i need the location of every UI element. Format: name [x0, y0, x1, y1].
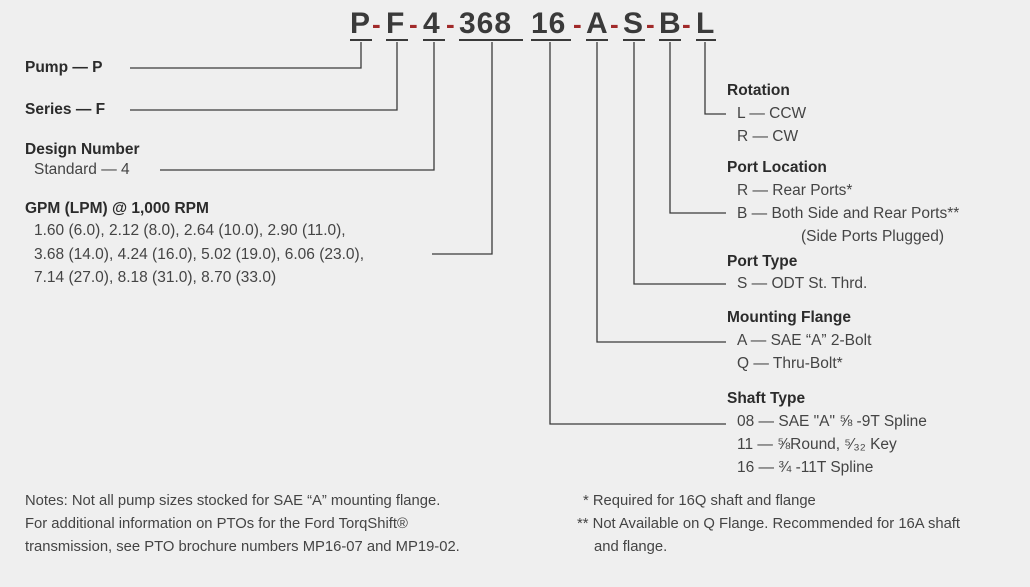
connector-design: [160, 42, 435, 171]
port-location-item: R — Rear Ports*: [737, 182, 853, 199]
mounting-flange-item: Q — Thru-Bolt*: [737, 355, 843, 372]
mounting-flange-heading: Mounting Flange: [727, 309, 851, 326]
notes-line: transmission, see PTO brochure numbers M…: [25, 539, 460, 555]
port-type-heading: Port Type: [727, 253, 798, 270]
gpm-line: 1.60 (6.0), 2.12 (8.0), 2.64 (10.0), 2.9…: [34, 222, 346, 239]
code-char-rotation: L: [696, 7, 715, 40]
shaft-type-heading: Shaft Type: [727, 390, 806, 407]
shaft-type-item: 11 — ⅝Round, ⁵⁄₃₂ Key: [737, 436, 897, 453]
notes-line: Notes: Not all pump sizes stocked for SA…: [25, 493, 441, 509]
connector-port-location: [669, 42, 726, 214]
code-underline: [696, 39, 716, 41]
code-underline: [623, 39, 645, 41]
port-location-heading: Port Location: [727, 159, 827, 176]
code-underline: [350, 39, 372, 41]
footnote-double-asterisk-cont: and flange.: [594, 539, 668, 555]
code-dash: -: [573, 9, 582, 39]
connector-pump: [130, 42, 362, 69]
code-underline: [659, 39, 681, 41]
footnote-single-asterisk: * Required for 16Q shaft and flange: [583, 493, 816, 509]
port-type-item: S — ODT St. Thrd.: [737, 275, 868, 292]
pump-label: Pump — P: [25, 59, 103, 76]
rotation-heading: Rotation: [727, 82, 790, 99]
code-dash: -: [610, 9, 619, 39]
code-underline: [386, 39, 408, 41]
code-underline: [531, 39, 571, 41]
mounting-flange-item: A — SAE “A” 2-Bolt: [737, 332, 872, 349]
rotation-item: L — CCW: [737, 105, 807, 122]
code-underline: [423, 39, 445, 41]
code-dash: -: [682, 9, 691, 39]
gpm-line: 3.68 (14.0), 4.24 (16.0), 5.02 (19.0), 6…: [34, 246, 365, 263]
code-char-port-location: B: [659, 7, 681, 40]
design-number-value: Standard — 4: [34, 161, 130, 178]
series-label: Series — F: [25, 101, 106, 118]
notes-line: For additional information on PTOs for t…: [25, 516, 408, 532]
connector-mounting: [596, 42, 726, 343]
code-char-shaft: 16: [531, 7, 567, 40]
gpm-heading: GPM (LPM) @ 1,000 RPM: [25, 200, 209, 217]
port-location-note: (Side Ports Plugged): [801, 228, 945, 245]
connector-series: [130, 42, 398, 111]
shaft-type-item: 16 — ¾ -11T Spline: [737, 459, 874, 476]
code-underline: [586, 39, 608, 41]
shaft-type-item: 08 — SAE "A" ⅝ -9T Spline: [737, 413, 927, 430]
code-dash: -: [409, 9, 418, 39]
connector-rotation: [704, 42, 726, 115]
code-char-pump: P: [350, 7, 371, 40]
code-char-series: F: [386, 7, 405, 40]
code-dash: -: [446, 9, 455, 39]
code-char-port-type: S: [623, 7, 644, 40]
design-number-heading: Design Number: [25, 141, 140, 158]
gpm-line: 7.14 (27.0), 8.18 (31.0), 8.70 (33.0): [34, 269, 277, 286]
code-char-design: 4: [423, 7, 440, 40]
code-char-gpm: 368: [459, 7, 513, 40]
rotation-item: R — CW: [737, 128, 799, 145]
code-dash: -: [372, 9, 381, 39]
connector-shaft: [549, 42, 726, 425]
code-dash: -: [646, 9, 655, 39]
footnote-double-asterisk: ** Not Available on Q Flange. Recommende…: [577, 516, 961, 532]
port-location-item: B — Both Side and Rear Ports**: [737, 205, 960, 222]
code-underline: [459, 39, 523, 41]
connector-port-type: [633, 42, 726, 285]
code-char-mounting: A: [586, 7, 608, 40]
connector-gpm: [432, 42, 493, 255]
